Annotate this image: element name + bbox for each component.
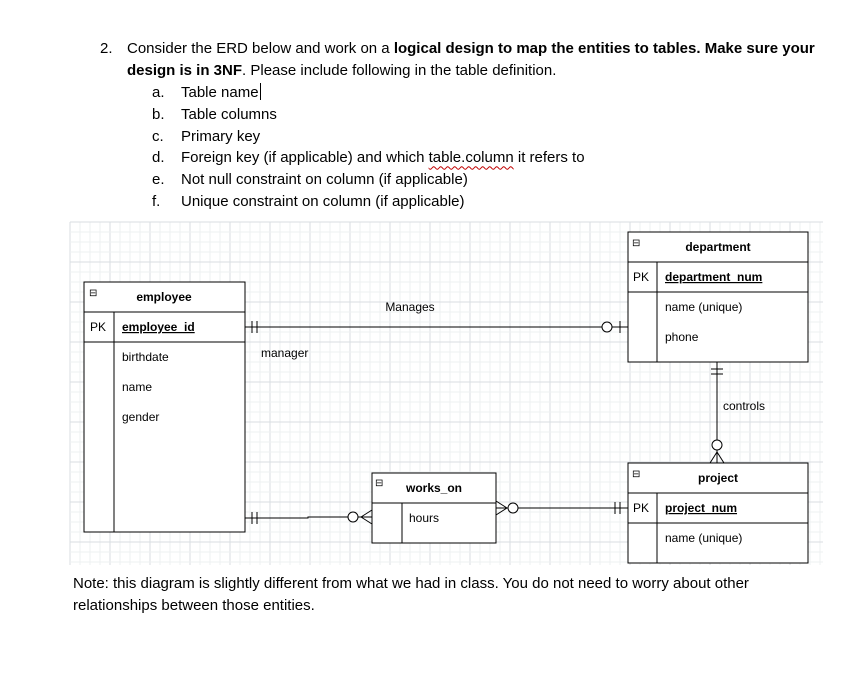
entity-title: works_on <box>405 481 462 495</box>
entity-title: department <box>685 240 750 254</box>
entity-title: employee <box>136 290 192 304</box>
attribute: hours <box>409 511 439 525</box>
pk-attribute: employee_id <box>122 320 195 334</box>
question-bold-text: logical design to map the entities to ta… <box>127 40 815 79</box>
entity-project[interactable]: ⊟ project PK project_num name (unique) <box>627 462 809 564</box>
note-text: Note: this diagram is slightly different… <box>73 575 749 614</box>
attribute: phone <box>665 330 699 344</box>
collapse-icon[interactable]: ⊟ <box>89 288 97 299</box>
relationship-employee-works-on[interactable] <box>245 509 373 525</box>
entity-employee[interactable]: ⊟ employee PK employee_id birthdate name… <box>83 281 246 533</box>
attribute: name <box>122 380 152 394</box>
attribute: name (unique) <box>665 300 742 314</box>
pk-label: PK <box>633 501 649 515</box>
collapse-icon[interactable]: ⊟ <box>632 469 640 480</box>
attribute: gender <box>122 410 159 424</box>
text-cursor <box>259 83 261 100</box>
relationship-controls[interactable] <box>709 362 725 464</box>
spellcheck-squiggle: table.column <box>428 149 514 167</box>
entity-works-on[interactable]: ⊟ works_on hours <box>371 472 497 544</box>
entity-department[interactable]: ⊟ department PK department_num name (uni… <box>627 231 809 363</box>
pk-attribute: department_num <box>665 270 762 284</box>
collapse-icon[interactable]: ⊟ <box>632 238 640 249</box>
pk-label: PK <box>90 320 106 334</box>
relationship-manages[interactable] <box>245 321 628 333</box>
role-label: manager <box>261 346 308 360</box>
relationship-works-on-project[interactable] <box>495 500 628 516</box>
entity-title: project <box>698 471 738 485</box>
pk-label: PK <box>633 270 649 284</box>
relationship-label: Manages <box>385 300 434 314</box>
relationship-label: controls <box>723 399 765 413</box>
attribute: name (unique) <box>665 531 742 545</box>
attribute: birthdate <box>122 350 169 364</box>
question-number: 2. <box>100 40 113 57</box>
pk-attribute: project_num <box>665 501 737 515</box>
collapse-icon[interactable]: ⊟ <box>375 478 383 489</box>
question-text: Consider the ERD below and work on a log… <box>127 40 815 79</box>
